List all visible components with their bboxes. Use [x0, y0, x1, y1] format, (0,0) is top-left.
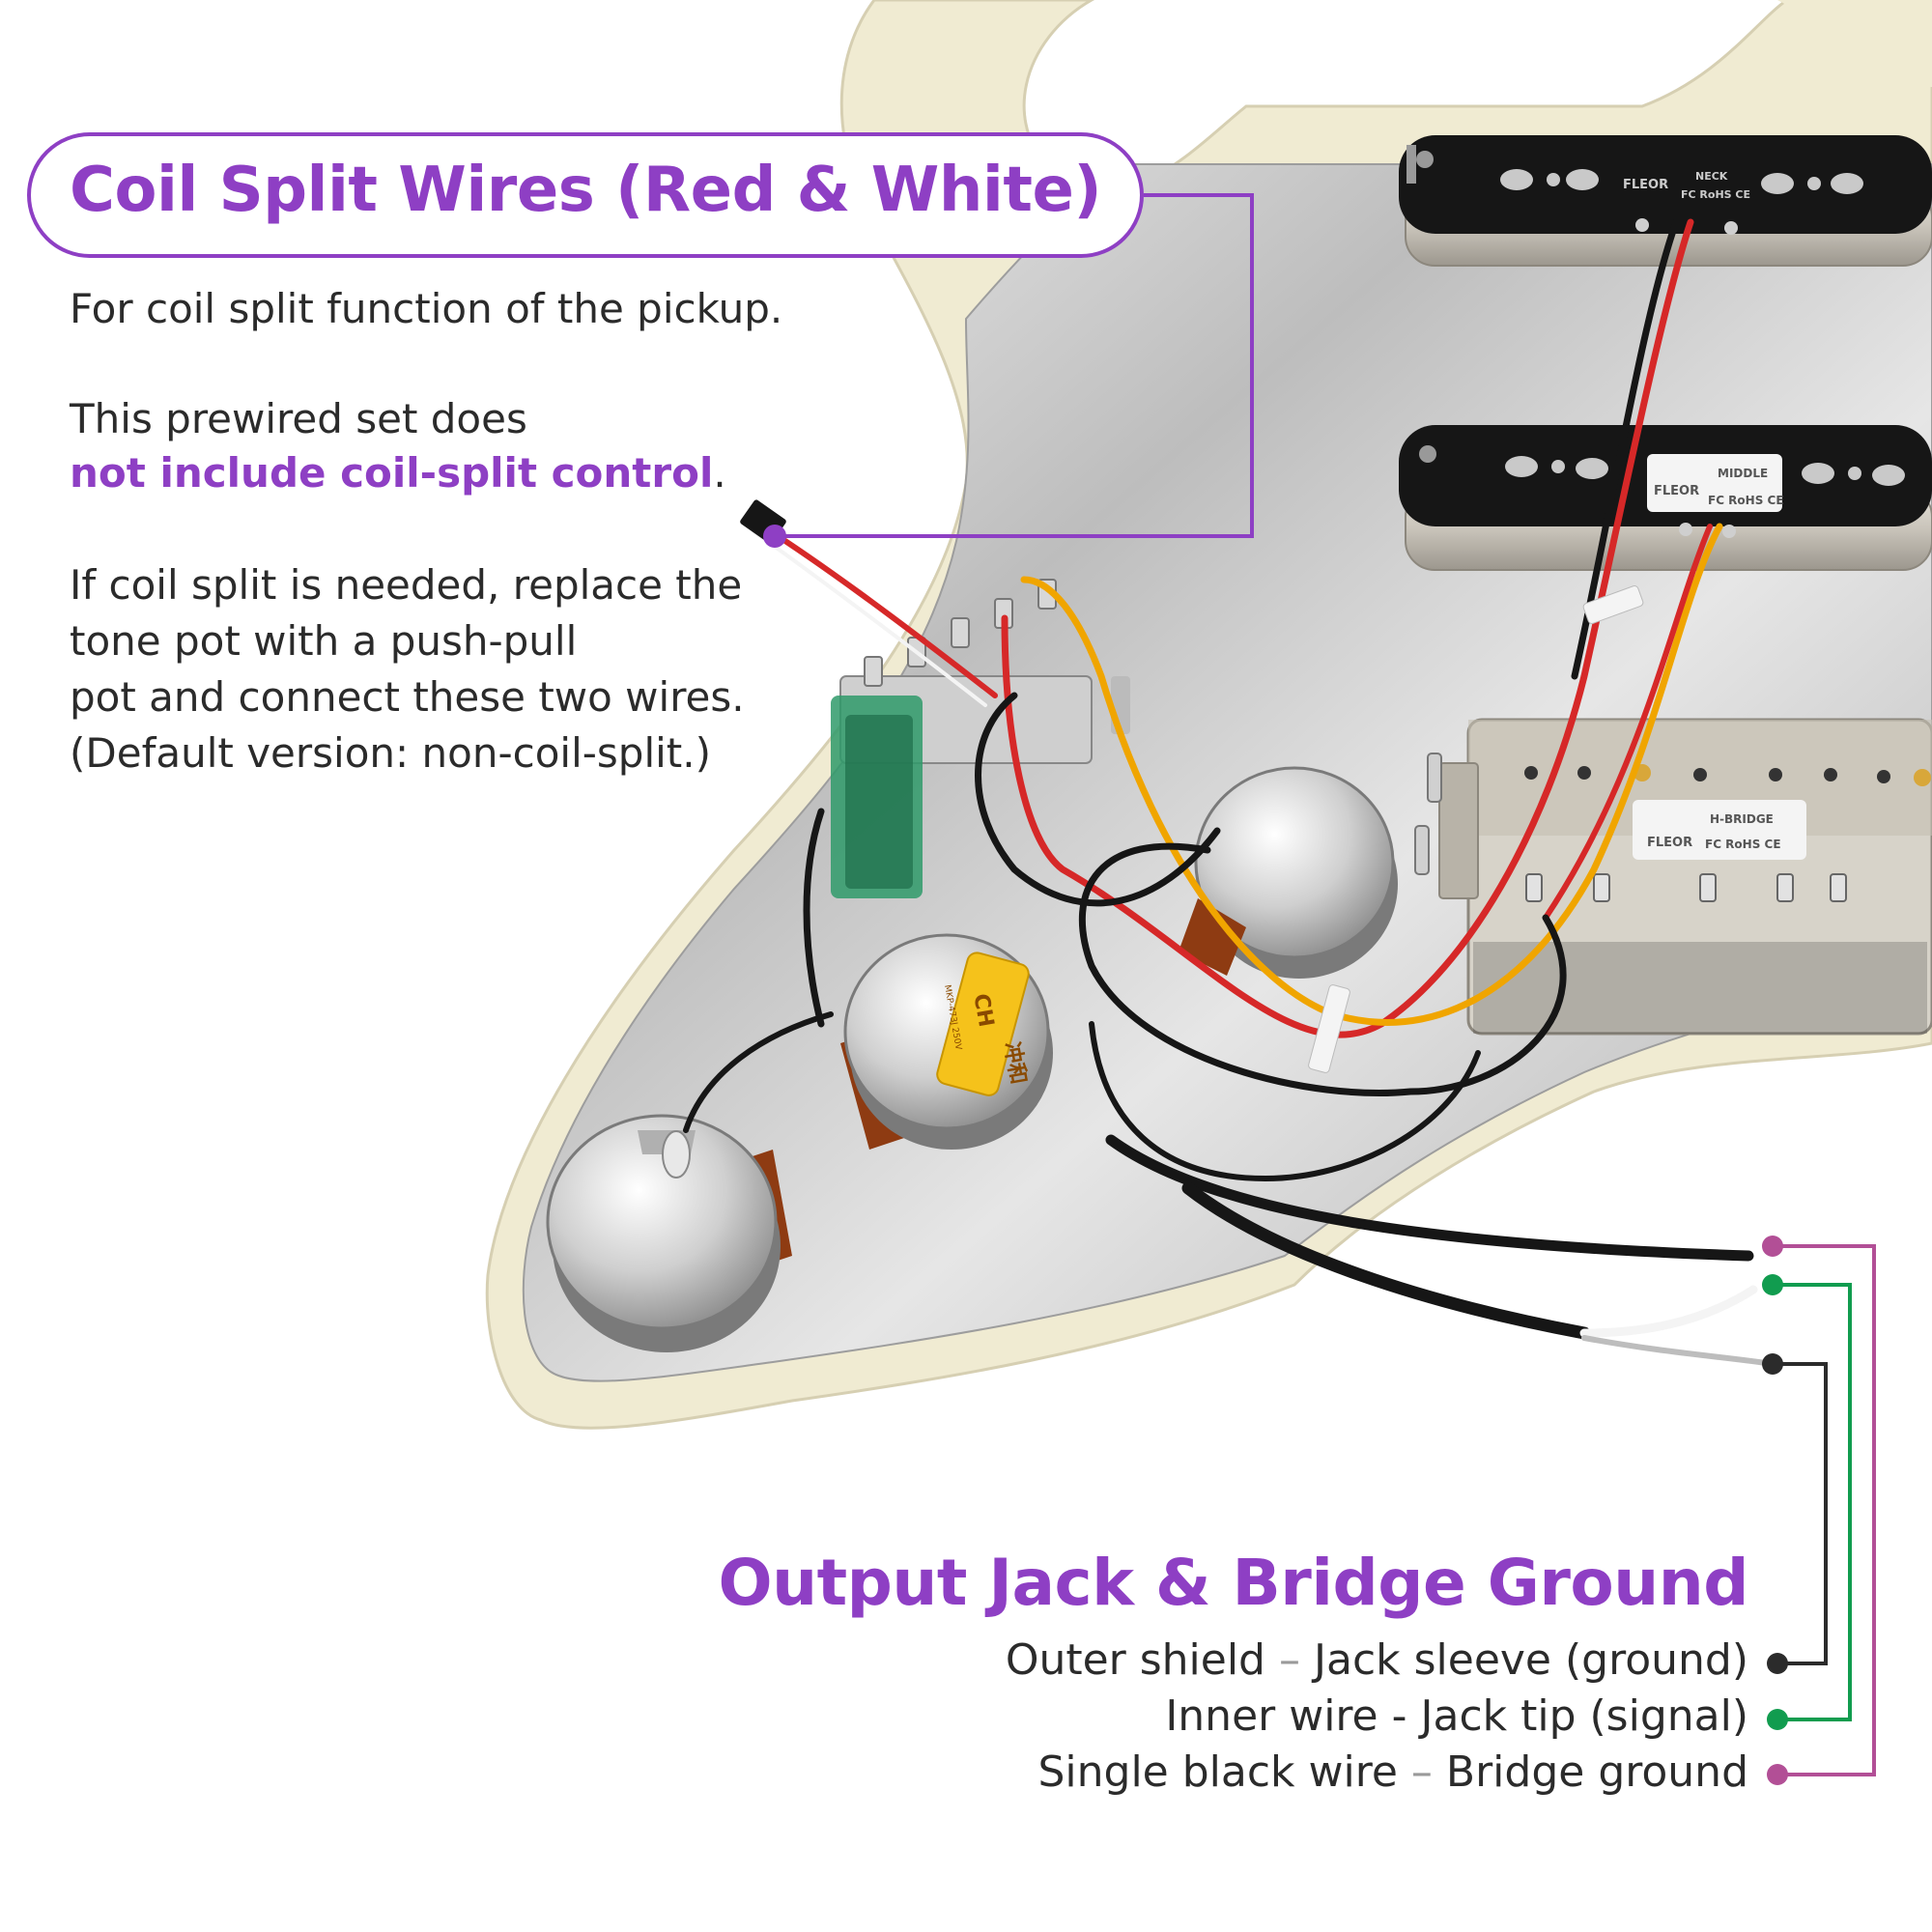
coil-split-callout-box	[27, 132, 1144, 258]
capacitor-brand: CH	[968, 992, 998, 1029]
output-row-signal-left: Inner wire	[1165, 1691, 1378, 1741]
output-row-ground-sep: –	[1279, 1635, 1300, 1685]
coil-split-line-5: tone pot with a push-pull	[70, 617, 578, 665]
output-row-signal: Inner wire - Jack tip (signal)	[1165, 1691, 1748, 1741]
coil-split-line-4: If coil split is needed, replace the	[70, 561, 743, 609]
coil-split-line-3: not include coil-split control.	[70, 446, 726, 500]
neck-pickup-position: NECK	[1695, 170, 1728, 183]
middle-pickup-marks: FC RoHS CE	[1708, 494, 1784, 507]
coil-split-line-3-end: .	[713, 449, 726, 497]
coil-split-line-7: (Default version: non-coil-split.)	[70, 729, 711, 777]
five-way-switch	[831, 579, 1130, 898]
output-row-bridge: Single black wire – Bridge ground	[1037, 1747, 1748, 1797]
output-row-bridge-left: Single black wire	[1037, 1747, 1398, 1797]
coil-split-line-1: For coil split function of the pickup.	[70, 285, 783, 332]
pickup-wires	[683, 218, 1776, 1367]
neck-pickup: FLEOR NECK FC RoHS CE	[1399, 135, 1932, 267]
coil-split-line-2: This prewired set does	[70, 395, 527, 442]
output-row-ground-right: Jack sleeve (ground)	[1314, 1635, 1748, 1685]
output-row-signal-sep: -	[1391, 1691, 1407, 1741]
output-row-bridge-right: Bridge ground	[1445, 1747, 1748, 1797]
middle-pickup: FLEOR MIDDLE FC RoHS CE	[1399, 425, 1932, 571]
volume-pot	[546, 1114, 792, 1352]
neck-pickup-marks: FC RoHS CE	[1681, 188, 1750, 201]
pickguard-upper	[1777, 0, 1932, 87]
bridge-pickup-position: H-BRIDGE	[1710, 812, 1774, 826]
bridge-pickup-marks: FC RoHS CE	[1705, 838, 1781, 851]
output-row-bridge-sep: –	[1410, 1747, 1433, 1797]
output-title: Output Jack & Bridge Ground	[718, 1546, 1748, 1620]
coil-split-leader	[763, 193, 1254, 548]
output-row-ground: Outer shield – Jack sleeve (ground)	[1006, 1635, 1748, 1685]
tone-pot-2	[1179, 766, 1398, 979]
coil-split-warning: not include coil-split control	[70, 449, 714, 497]
output-leaders	[1762, 1236, 1876, 1785]
bridge-humbucker: FLEOR H-BRIDGE FC RoHS CE	[1414, 718, 1932, 1036]
output-row-signal-right: Jack tip (signal)	[1420, 1691, 1748, 1741]
neck-pickup-brand: FLEOR	[1623, 178, 1668, 192]
capacitor: CH 冲和 MKP-473J 250V	[936, 952, 1030, 1096]
output-row-ground-left: Outer shield	[1005, 1635, 1265, 1685]
coil-split-title: Coil Split Wires (Red & White)	[70, 155, 1102, 226]
middle-pickup-position: MIDDLE	[1718, 467, 1768, 480]
bridge-pickup-brand: FLEOR	[1647, 836, 1692, 850]
coil-split-line-6: pot and connect these two wires.	[70, 673, 745, 721]
tone-pot-1: CH 冲和 MKP-473J 250V	[840, 933, 1053, 1150]
middle-pickup-brand: FLEOR	[1654, 484, 1699, 498]
